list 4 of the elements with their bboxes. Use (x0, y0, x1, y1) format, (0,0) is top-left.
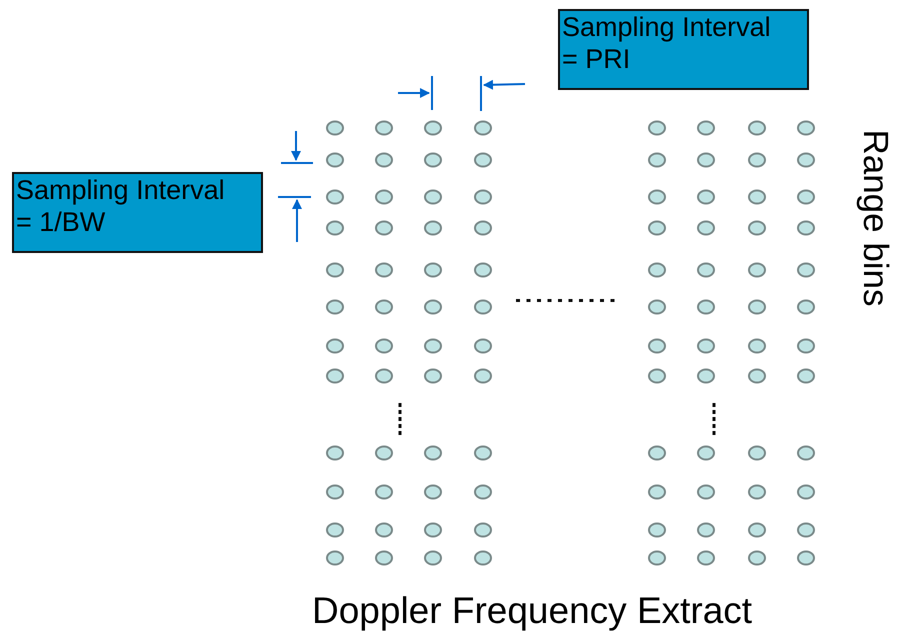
callout-box: Sampling Interval = PRI (558, 9, 809, 90)
axis-title: Doppler Frequency Extract (312, 590, 752, 632)
axis-title: Range bins (855, 128, 895, 309)
callout-box: Sampling Interval = 1/BW (12, 172, 263, 253)
